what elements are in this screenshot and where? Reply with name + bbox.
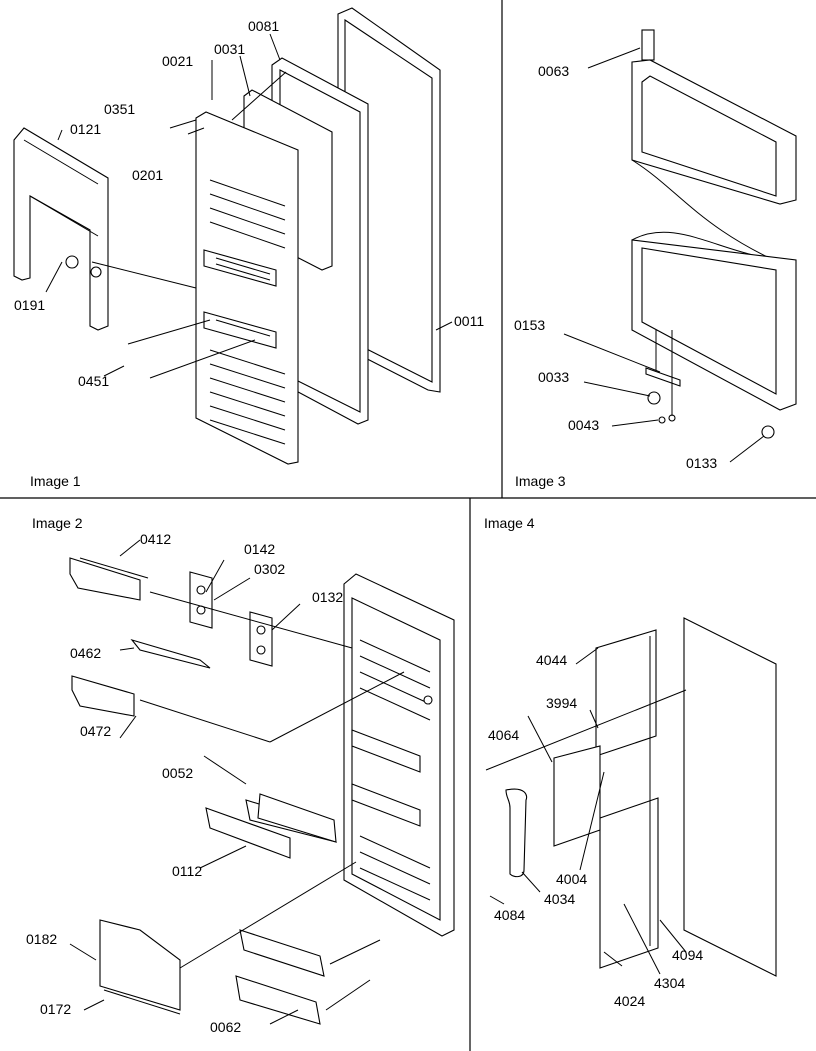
image4-title: Image 4 bbox=[484, 515, 535, 531]
bin-0112 bbox=[205, 807, 291, 859]
callout-label: 0351 bbox=[104, 101, 135, 117]
trim-strip-mid bbox=[553, 745, 601, 847]
callout-label: 0121 bbox=[70, 121, 101, 137]
callout-label: 0182 bbox=[26, 931, 57, 947]
dairy-door-bin bbox=[69, 557, 141, 601]
hinge-plate bbox=[189, 571, 213, 629]
liner-shelves-2 bbox=[351, 639, 431, 901]
callout-label: 0201 bbox=[132, 167, 163, 183]
callout-label: 0133 bbox=[686, 455, 717, 471]
ice-bucket-0172 bbox=[99, 919, 181, 1011]
trim-strip-lower bbox=[599, 797, 659, 969]
callout-label: 0451 bbox=[78, 373, 109, 389]
callout-label: 0142 bbox=[244, 541, 275, 557]
shelf-0462 bbox=[130, 638, 211, 669]
image2-title: Image 2 bbox=[32, 515, 83, 531]
hinge-plate bbox=[249, 611, 273, 667]
callout-label: 0052 bbox=[162, 765, 193, 781]
callout-label: 0191 bbox=[14, 297, 45, 313]
callout-label: 4024 bbox=[614, 993, 645, 1009]
image4-panel: Image 4 4044 3994 4064 4004 4034 4084 40… bbox=[484, 515, 777, 1009]
door-handle bbox=[505, 788, 528, 878]
callout-label: 0302 bbox=[254, 561, 285, 577]
bin-0062-a bbox=[239, 929, 325, 977]
trim-strip-upper bbox=[595, 629, 657, 757]
liner-shelves bbox=[203, 179, 286, 445]
callout-label: 4304 bbox=[654, 975, 685, 991]
image2-panel: Image 2 0412 0142 0302 0132 0462 0472 00… bbox=[26, 515, 455, 1035]
callout-label: 0011 bbox=[454, 313, 484, 329]
callout-label: 0043 bbox=[568, 417, 599, 433]
callout-label: 0153 bbox=[514, 317, 545, 333]
callout-label: 0112 bbox=[172, 863, 202, 879]
door-liner bbox=[195, 111, 299, 465]
callout-label: 4094 bbox=[672, 947, 703, 963]
callout-label: 4084 bbox=[494, 907, 525, 923]
callout-label: 3994 bbox=[546, 695, 577, 711]
hinge-pin-top bbox=[641, 29, 655, 61]
callout-label: 4044 bbox=[536, 652, 567, 668]
callout-label: 0462 bbox=[70, 645, 101, 661]
callout-label: 0062 bbox=[210, 1019, 241, 1035]
image3-title: Image 3 bbox=[515, 473, 566, 489]
callout-label: 0021 bbox=[162, 53, 193, 69]
callout-label: 0412 bbox=[140, 531, 171, 547]
callout-label: 4064 bbox=[488, 727, 519, 743]
dispenser-cover bbox=[13, 127, 109, 331]
bottom-hinge bbox=[645, 367, 681, 387]
cabinet-side-wall bbox=[683, 617, 777, 977]
callout-label: 4034 bbox=[544, 891, 575, 907]
callout-label: 0472 bbox=[80, 723, 111, 739]
callout-label: 0063 bbox=[538, 63, 569, 79]
bin-0062-b bbox=[235, 975, 321, 1025]
callout-label: 0172 bbox=[40, 1001, 71, 1017]
callout-label: 0081 bbox=[248, 18, 279, 34]
image3-panel: Image 3 0063 0153 0033 0043 0133 bbox=[514, 29, 797, 489]
image1-panel: Image 1 0081 0021 0031 0351 0121 0201 01… bbox=[13, 7, 484, 489]
callout-label: 0132 bbox=[312, 589, 343, 605]
callout-label: 0031 bbox=[214, 41, 245, 57]
bin-0472 bbox=[71, 675, 135, 717]
image1-title: Image 1 bbox=[30, 473, 81, 489]
callout-label: 0033 bbox=[538, 369, 569, 385]
callout-label: 4004 bbox=[556, 871, 587, 887]
